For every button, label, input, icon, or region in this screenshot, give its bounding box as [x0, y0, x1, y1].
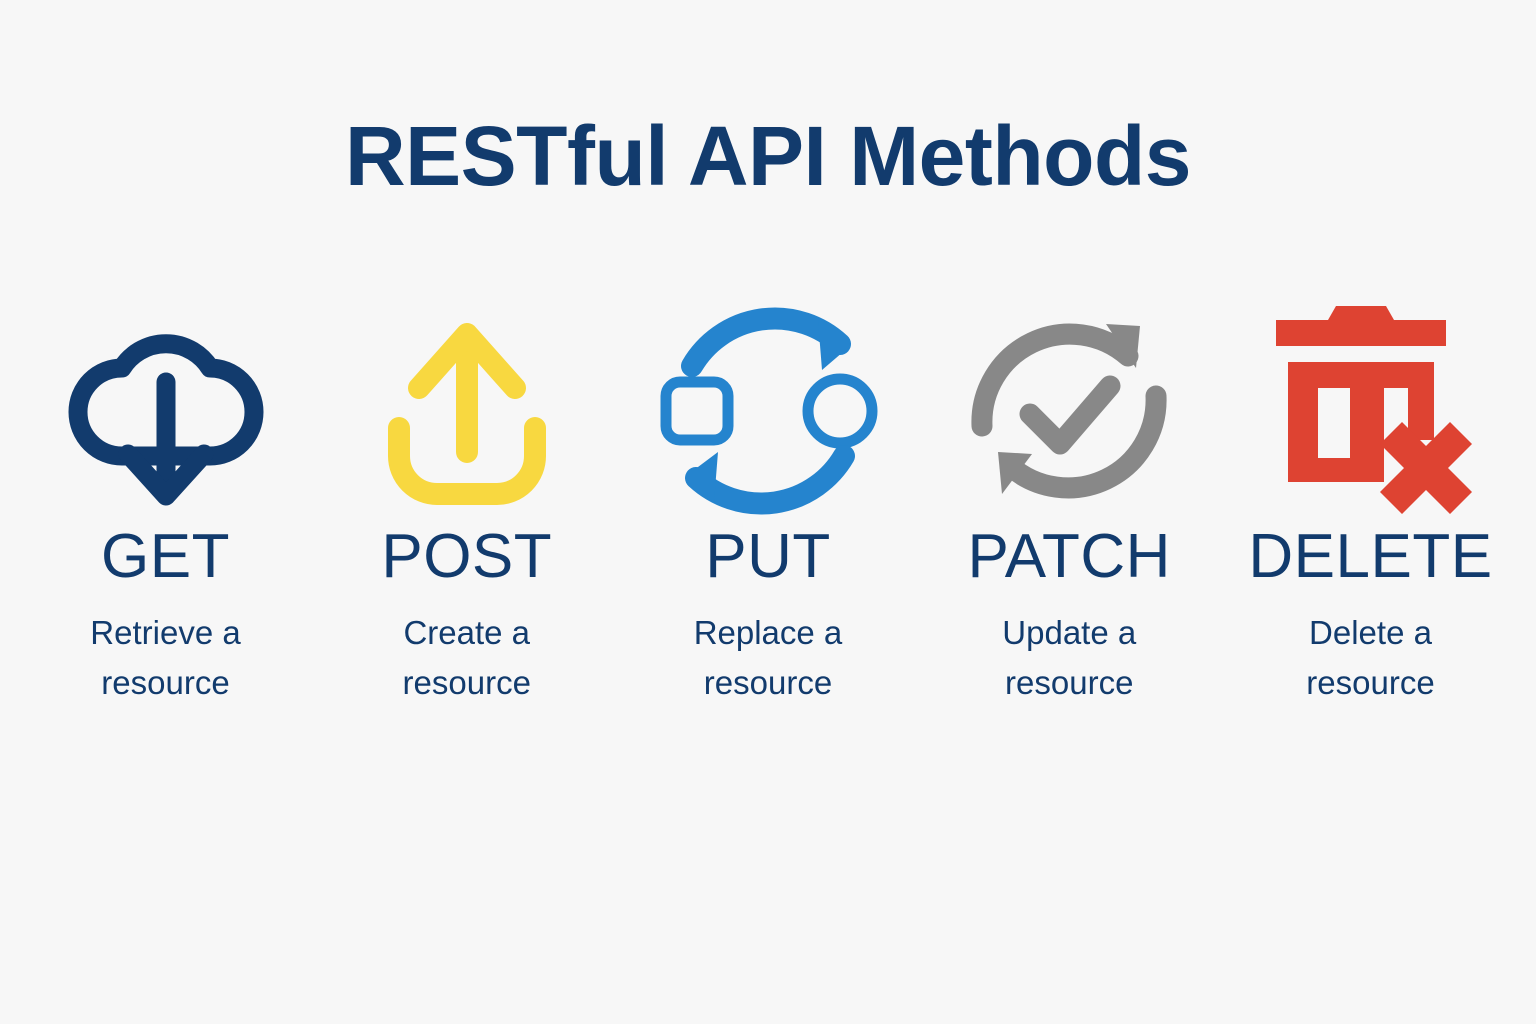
- method-card-get: GET Retrieve a resource: [18, 300, 313, 708]
- method-name-delete: DELETE: [1248, 522, 1493, 591]
- method-desc-delete: Delete a resource: [1306, 614, 1435, 702]
- method-card-delete: DELETE Delete a resource: [1223, 300, 1518, 708]
- upload-icon: [367, 300, 567, 520]
- method-list: GET Retrieve a resource POST Create a re…: [0, 300, 1536, 708]
- method-name-put: PUT: [705, 522, 831, 591]
- page-title: RESTful API Methods: [344, 109, 1192, 203]
- method-name-patch: PATCH: [967, 522, 1171, 591]
- method-name-get: GET: [101, 522, 230, 591]
- method-card-patch: PATCH Update a resource: [922, 300, 1217, 708]
- cloud-download-icon: [66, 300, 266, 520]
- trash-delete-icon: [1266, 300, 1476, 520]
- method-desc-post: Create a resource: [402, 614, 531, 702]
- method-desc-get: Retrieve a resource: [90, 614, 241, 702]
- method-card-post: POST Create a resource: [319, 300, 614, 708]
- method-desc-put: Replace a resource: [693, 614, 843, 702]
- replace-swap-icon: [650, 300, 886, 520]
- method-name-post: POST: [381, 522, 553, 591]
- method-desc-patch: Update a resource: [1002, 614, 1137, 702]
- sync-check-icon: [964, 300, 1174, 520]
- method-card-put: PUT Replace a resource: [621, 300, 916, 708]
